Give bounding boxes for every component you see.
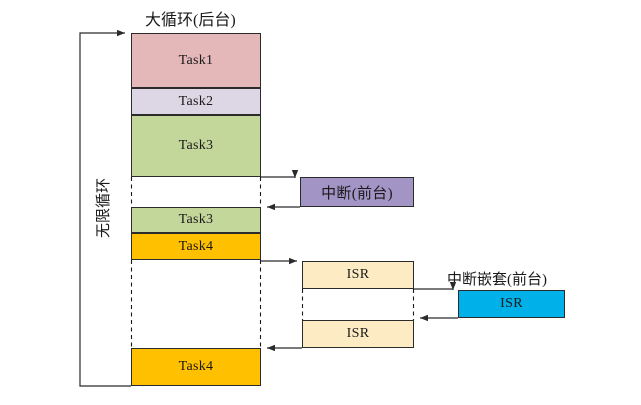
nested-interrupt-title: 中断嵌套(前台) (447, 272, 547, 288)
task-box-task3-second: Task3 (131, 207, 261, 233)
infinite-loop-label: 无限循环 (96, 177, 112, 238)
task-box-task4-first: Task4 (131, 233, 261, 260)
task-box-task2: Task2 (131, 88, 261, 115)
interrupt-box-foreground: 中断(前台) (300, 177, 414, 207)
page-title: 大循环(后台) (145, 12, 236, 29)
task-box-task1: Task1 (131, 33, 261, 88)
isr-box-second: ISR (302, 320, 414, 348)
task-box-task4-second: Task4 (131, 348, 261, 386)
isr-box-nested: ISR (458, 290, 565, 318)
isr-box-first: ISR (302, 261, 414, 289)
task-box-task3-first: Task3 (131, 115, 261, 177)
